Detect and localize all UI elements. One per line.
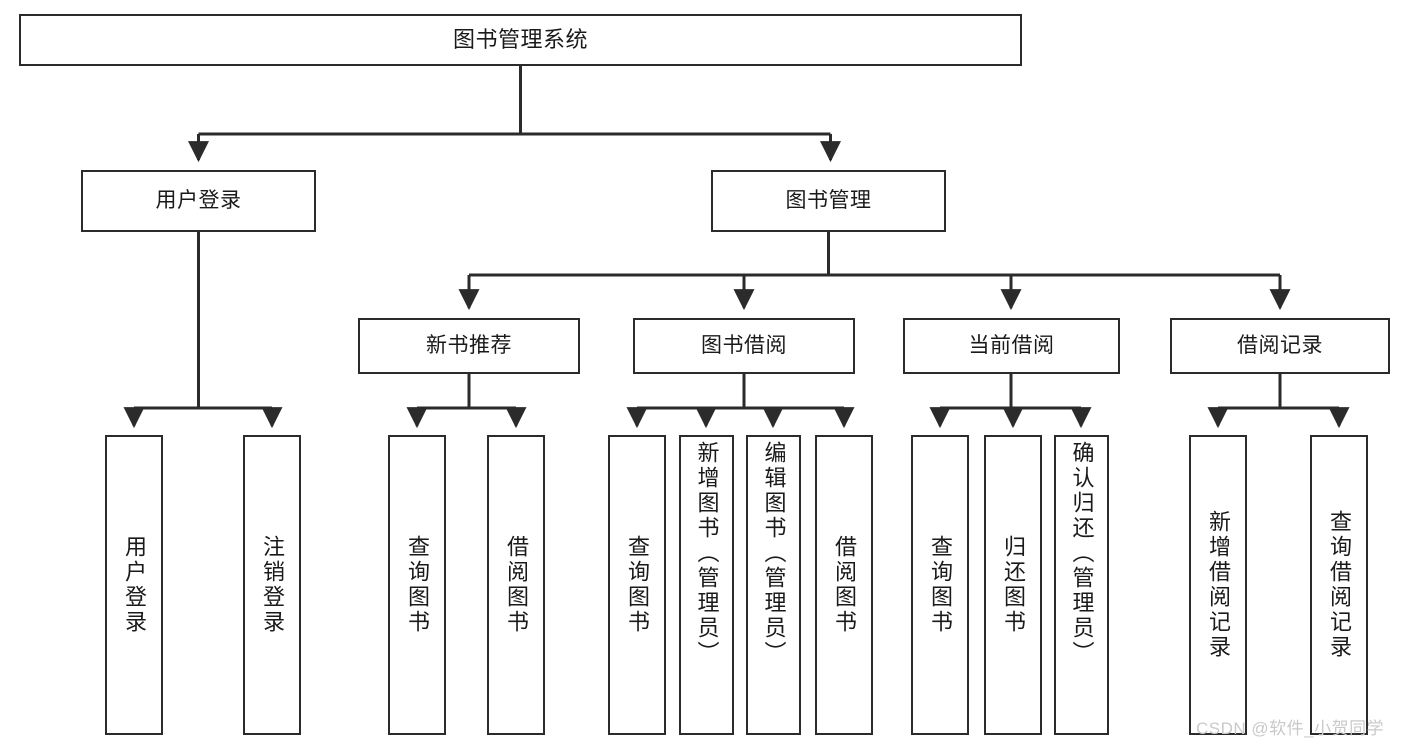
node-leaf-query-book-1-label: 查询图书 [405, 535, 430, 635]
node-leaf-confirm-return[interactable]: 确认归还（管理员） [1054, 435, 1109, 735]
node-leaf-query-book-2-label: 查询图书 [625, 535, 650, 635]
node-root-label: 图书管理系统 [452, 26, 588, 52]
node-book-mgmt[interactable]: 图书管理 [711, 170, 946, 232]
node-leaf-add-record[interactable]: 新增借阅记录 [1189, 435, 1247, 735]
node-book-borrow-label: 图书借阅 [701, 334, 787, 358]
node-new-book-rec[interactable]: 新书推荐 [358, 318, 580, 374]
node-user-login[interactable]: 用户登录 [81, 170, 316, 232]
node-leaf-query-book-3[interactable]: 查询图书 [911, 435, 969, 735]
csdn-watermark: CSDN @软件_小贺同学 [1196, 719, 1385, 738]
node-leaf-user-logout[interactable]: 注销登录 [243, 435, 301, 735]
node-leaf-user-login-label: 用户登录 [122, 535, 147, 635]
node-leaf-query-record-label: 查询借阅记录 [1327, 510, 1352, 660]
node-leaf-return-book[interactable]: 归还图书 [984, 435, 1042, 735]
node-current-borrow[interactable]: 当前借阅 [903, 318, 1120, 374]
node-leaf-return-book-label: 归还图书 [1001, 535, 1026, 635]
node-book-borrow[interactable]: 图书借阅 [633, 318, 855, 374]
node-user-login-label: 用户登录 [155, 189, 242, 213]
node-leaf-add-book[interactable]: 新增图书（管理员） [679, 435, 734, 735]
node-book-mgmt-label: 图书管理 [785, 189, 872, 213]
node-leaf-user-login[interactable]: 用户登录 [105, 435, 163, 735]
node-borrow-record-label: 借阅记录 [1237, 334, 1323, 358]
node-leaf-add-book-label: 新增图书（管理员） [694, 441, 720, 666]
node-leaf-query-record[interactable]: 查询借阅记录 [1310, 435, 1368, 735]
node-leaf-confirm-return-label: 确认归还（管理员） [1069, 441, 1095, 666]
node-leaf-edit-book-label: 编辑图书（管理员） [761, 441, 787, 666]
node-new-book-rec-label: 新书推荐 [426, 334, 512, 358]
node-leaf-borrow-book-1[interactable]: 借阅图书 [487, 435, 545, 735]
node-current-borrow-label: 当前借阅 [968, 334, 1055, 358]
node-leaf-query-book-1[interactable]: 查询图书 [388, 435, 446, 735]
node-leaf-add-record-label: 新增借阅记录 [1206, 510, 1231, 660]
node-leaf-query-book-3-label: 查询图书 [928, 535, 953, 635]
node-leaf-borrow-book-1-label: 借阅图书 [504, 535, 529, 635]
node-borrow-record[interactable]: 借阅记录 [1170, 318, 1390, 374]
node-leaf-query-book-2[interactable]: 查询图书 [608, 435, 666, 735]
node-leaf-user-logout-label: 注销登录 [260, 535, 285, 635]
node-leaf-borrow-book-2-label: 借阅图书 [832, 535, 857, 635]
node-leaf-edit-book[interactable]: 编辑图书（管理员） [746, 435, 801, 735]
node-leaf-borrow-book-2[interactable]: 借阅图书 [815, 435, 873, 735]
node-root[interactable]: 图书管理系统 [19, 14, 1022, 66]
